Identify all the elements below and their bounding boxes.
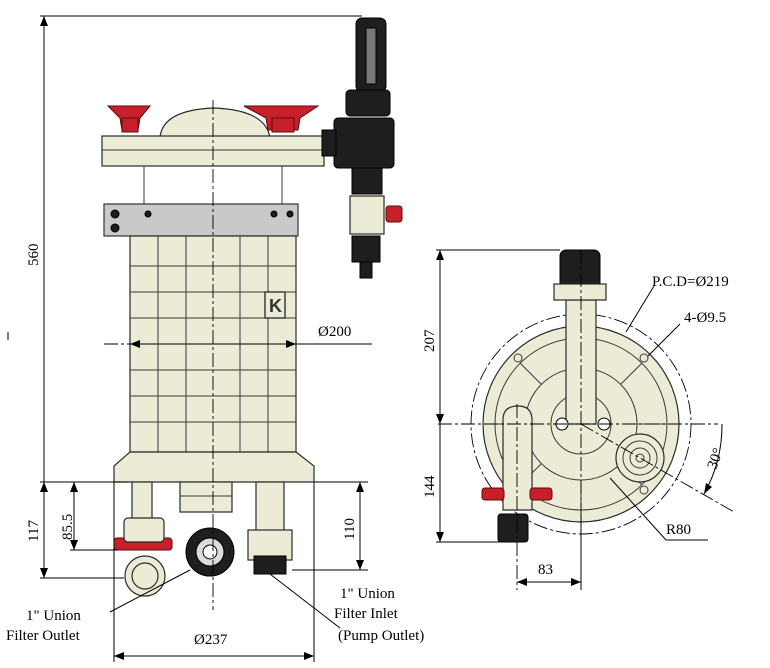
outlet-height-label: 117	[26, 520, 42, 542]
holes-label: 4-Ø9.5	[684, 310, 726, 326]
pressure-gauge	[355, 17, 387, 93]
brand-logo-letter: K	[269, 296, 282, 316]
inlet-callout-line2: Filter Inlet	[334, 606, 399, 622]
inlet-callout-line3: (Pump Outlet)	[338, 628, 424, 644]
dome-cap	[159, 107, 271, 139]
pcd-label: P.C.D=Ø219	[652, 274, 729, 290]
left-handle-knob	[106, 105, 152, 133]
base-skirt	[113, 451, 315, 483]
union-fitting	[185, 527, 235, 577]
right-handle-knob	[243, 105, 320, 133]
top-view: 207 144 83 30° P.C.D=Ø219 4-Ø9.5 R80	[422, 249, 735, 590]
clamp-band	[103, 203, 299, 237]
overall-height-label: 560	[26, 244, 42, 267]
front-view: K	[6, 15, 424, 662]
outlet-callout-line1: 1" Union	[26, 608, 81, 624]
brand-logo	[264, 291, 286, 319]
radius-label: R80	[666, 522, 691, 538]
inlet-callout-line1: 1" Union	[340, 586, 395, 602]
body-diameter-label: Ø200	[318, 324, 351, 340]
angle-label: 30°	[705, 446, 727, 471]
top-lower-label: 144	[422, 475, 438, 498]
offset-83-label: 83	[538, 562, 553, 578]
base-diameter-label: Ø237	[194, 632, 228, 648]
gauge-tee	[333, 117, 395, 169]
vent-valve	[349, 195, 385, 235]
outlet-offset-label: 85.5	[60, 514, 76, 540]
top-height-label: 207	[422, 329, 438, 352]
outlet-callout-line2: Filter Outlet	[6, 628, 81, 644]
inlet-height-label: 110	[342, 518, 358, 540]
inlet-pipe	[255, 481, 285, 535]
